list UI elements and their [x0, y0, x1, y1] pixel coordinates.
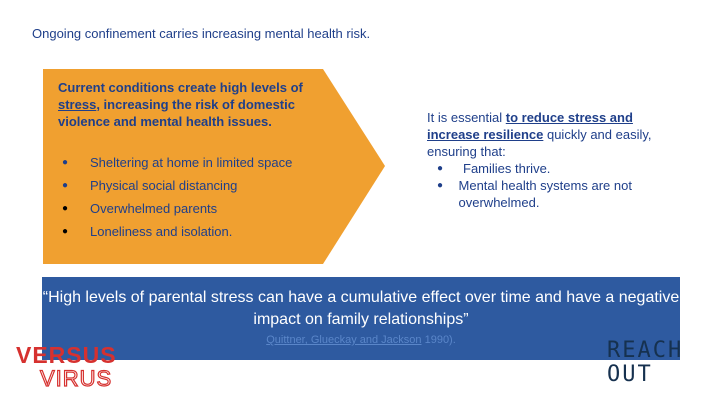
quote-band: “High levels of parental stress can have… [42, 277, 680, 360]
resilience-list: ● Families thrive. ● Mental health systems… [427, 160, 672, 211]
bullet-icon: ● [62, 157, 69, 168]
reach-out-logo: REACH OUT [607, 339, 683, 387]
quote-citation: Quittner, Glueckay and Jackson 1990). [42, 334, 680, 346]
arrow-heading-part2: , increasing the risk of domestic violen… [58, 97, 295, 129]
bullet-icon: ● [437, 163, 444, 174]
list-item: ● Mental health systems are not overwhelm… [427, 177, 672, 211]
list-item: ● Overwhelmed parents [62, 197, 292, 220]
slide-subtitle: Ongoing confinement carries increasing m… [32, 26, 371, 41]
list-item: ● Loneliness and isolation. [62, 220, 292, 243]
out-logo-text: OUT [607, 362, 653, 387]
reach-logo-text: REACH [607, 338, 684, 363]
bullet-icon: ● [62, 180, 69, 191]
versus-logo: VERSUS [16, 342, 117, 368]
citation-link[interactable]: Quittner, Glueckay and Jackson [266, 334, 422, 346]
virus-logo: VIRUS [39, 366, 113, 391]
resilience-paragraph: It is essential to reduce stress and inc… [427, 109, 672, 160]
list-item: ● Physical social distancing [62, 174, 292, 197]
bullet-icon: ● [62, 203, 69, 214]
arrow-heading-part1: Current conditions create high levels of [58, 80, 303, 95]
resilience-intro: It is essential [427, 110, 506, 125]
arrow-heading: Current conditions create high levels of… [58, 79, 328, 130]
quote-text: “High levels of parental stress can have… [42, 289, 680, 328]
list-item-text: Families thrive. [463, 161, 551, 176]
citation-year: 1990). [421, 334, 456, 346]
list-item-text: Loneliness and isolation. [90, 224, 233, 239]
bullet-icon: ● [437, 180, 444, 191]
list-item-text: Mental health systems are not overwhelme… [458, 178, 632, 210]
bullet-icon: ● [62, 226, 69, 237]
resilience-rest: quickly and easily, ensuring that: [427, 127, 652, 159]
conditions-arrow-shape [43, 69, 385, 264]
resilience-emphasis: to reduce stress and increase resilience [427, 110, 633, 142]
conditions-list: ● Sheltering at home in limited space ● Ph… [62, 151, 292, 243]
list-item-text: Physical social distancing [90, 178, 238, 193]
list-item-text: Overwhelmed parents [90, 201, 218, 216]
arrow-heading-stress: stress [58, 97, 97, 112]
list-item-text: Sheltering at home in limited space [90, 155, 293, 170]
list-item: ● Families thrive. [427, 160, 672, 177]
resilience-block: It is essential to reduce stress and inc… [427, 109, 672, 211]
arrow-shape-icon [43, 69, 385, 264]
list-item: ● Sheltering at home in limited space [62, 151, 292, 174]
